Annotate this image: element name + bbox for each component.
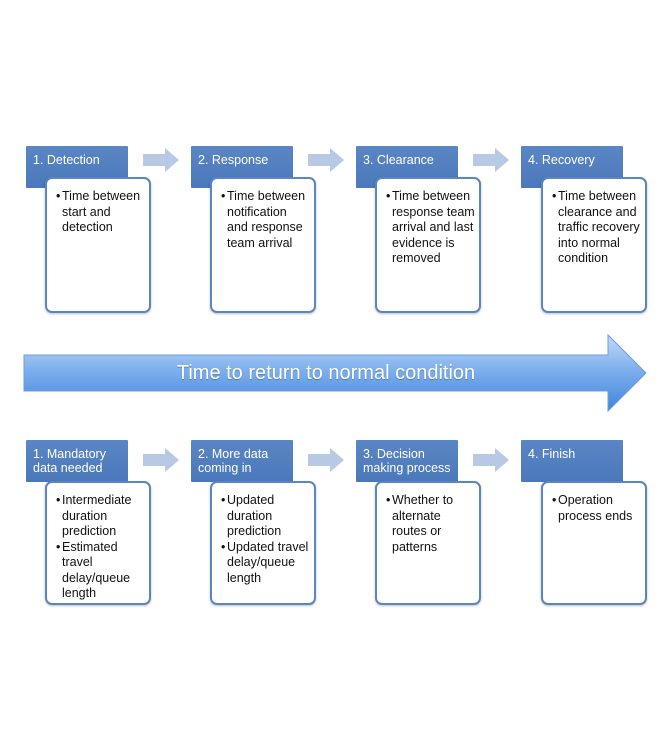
connector-arrow (308, 448, 344, 472)
connector-arrow (473, 448, 509, 472)
step-card-detection: Time between start and detection (45, 177, 151, 313)
step-card-mandatory-data: Intermediate duration prediction Estimat… (45, 481, 151, 605)
step-title: 1. Mandatory data needed (33, 447, 106, 475)
step-bullet: Time between clearance and traffic recov… (552, 189, 641, 267)
step-card-decision: Whether to alternate routes or patterns (375, 481, 481, 605)
step-bullet: Updated travel delay/queue length (221, 540, 310, 587)
timeline-arrow (23, 333, 647, 413)
connector-arrow (143, 448, 179, 472)
step-bullet: Time between start and detection (56, 189, 145, 236)
step-title: 4. Finish (528, 447, 576, 461)
step-title: 3. Decision making process (363, 447, 451, 475)
step-bullet: Time between response team arrival and l… (386, 189, 475, 267)
step-title: 1. Detection (33, 153, 100, 167)
step-card-clearance: Time between response team arrival and l… (375, 177, 481, 313)
step-header-more-data: 2. More data coming in (191, 440, 293, 482)
timeline-label: Time to return to normal condition (176, 362, 476, 384)
step-title: 3. Clearance (363, 153, 434, 167)
step-title: 2. More data coming in (198, 447, 269, 475)
step-title: 2. Response (198, 153, 269, 167)
step-bullet: Operation process ends (552, 493, 641, 524)
step-bullet: Time between notification and response t… (221, 189, 310, 251)
connector-arrow (473, 148, 509, 172)
step-bullet: Intermediate duration prediction (56, 493, 145, 540)
step-title: 4. Recovery (528, 153, 595, 167)
step-header-finish: 4. Finish (521, 440, 623, 482)
step-card-response: Time between notification and response t… (210, 177, 316, 313)
step-bullet: Whether to alternate routes or patterns (386, 493, 475, 555)
connector-arrow (308, 148, 344, 172)
step-bullet: Estimated travel delay/queue length (56, 540, 145, 602)
step-card-finish: Operation process ends (541, 481, 647, 605)
step-header-mandatory-data: 1. Mandatory data needed (26, 440, 128, 482)
step-header-decision: 3. Decision making process (356, 440, 458, 482)
connector-arrow (143, 148, 179, 172)
step-card-more-data: Updated duration prediction Updated trav… (210, 481, 316, 605)
step-bullet: Updated duration prediction (221, 493, 310, 540)
step-card-recovery: Time between clearance and traffic recov… (541, 177, 647, 313)
